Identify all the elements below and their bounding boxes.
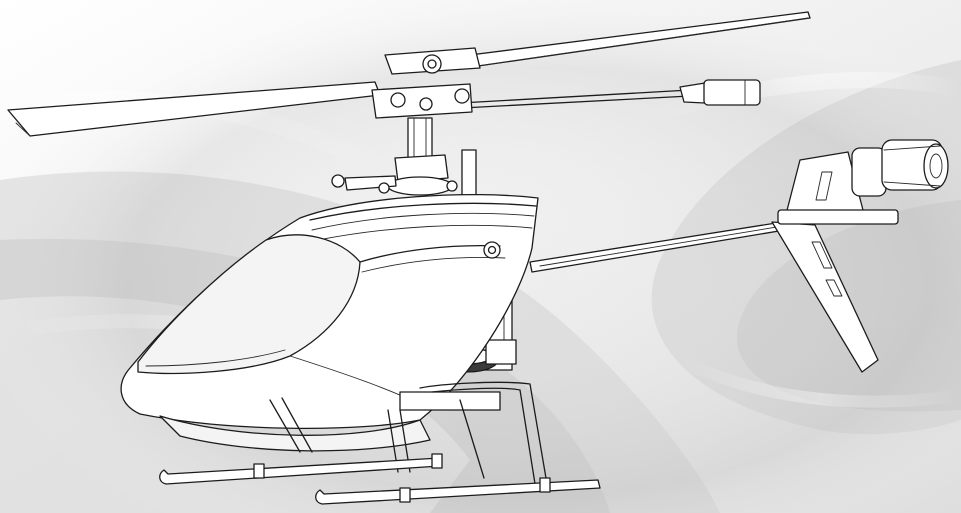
canopy <box>120 194 539 452</box>
tail-rotor-assembly <box>777 139 949 225</box>
rotor-mast <box>331 117 477 199</box>
landing-skids <box>159 381 601 505</box>
main-rotor <box>7 11 811 137</box>
